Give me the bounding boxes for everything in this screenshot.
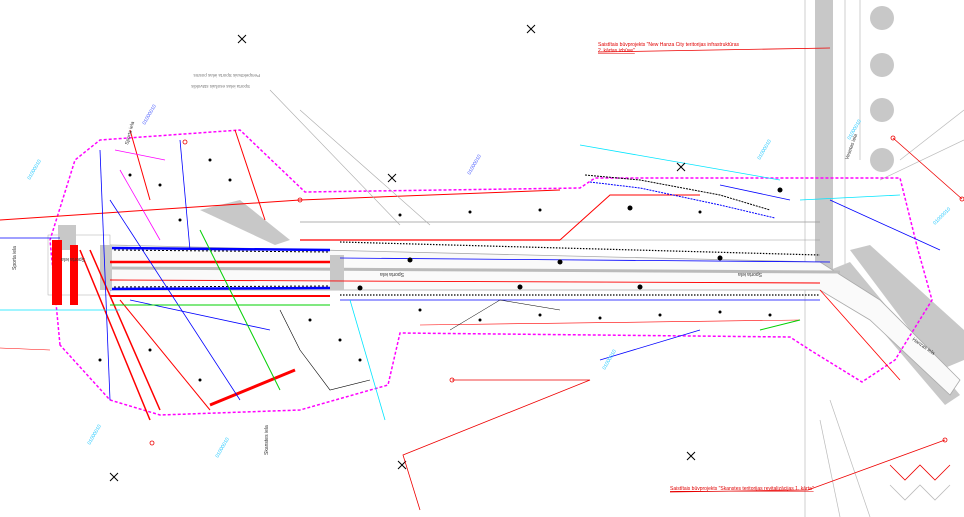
annotation-perspective-sporta: Perspektīvais Sporta ielas posms (193, 73, 260, 78)
cadastre-code: 01000010 (467, 154, 483, 176)
cadastre-code: 01000010 (932, 206, 952, 226)
street-label-skanstes: Skanstes iela (264, 425, 270, 455)
cadastre-code: 01000010 (142, 104, 158, 126)
vegetation-symbols (98, 158, 783, 382)
cadastre-code: 01000010 (27, 159, 43, 181)
cadastre-code: 01000010 (215, 437, 231, 459)
red-utility-network (0, 129, 901, 421)
street-label-sporta-vertical: Sporta iela (12, 246, 18, 270)
street-label-sporta-top: Sporta iela (124, 121, 136, 146)
street-label-sporta-left: Sporta iela (61, 256, 85, 262)
annotation-skanstes: Saistītais būvprojekts "Skanstes teritor… (670, 486, 814, 492)
annotation-new-hanza-line1: Saistītais būvprojekts "New Hanza City t… (598, 42, 739, 48)
project-boundary (49, 129, 933, 416)
misc-utility-lines (0, 89, 901, 421)
blue-utility-network (0, 139, 941, 401)
street-label-sporta-right: Sporta iela (738, 271, 762, 277)
annotation-new-hanza-line2: 2. kārtas izbūve" (598, 48, 635, 54)
cadastre-code: 01000010 (602, 349, 618, 371)
annotation-leaders (149, 47, 964, 511)
cadastre-code: 01000010 (757, 139, 773, 161)
right-road-corridor (804, 0, 964, 517)
street-label-sporta-mid: Sporta iela (380, 271, 404, 277)
cadastre-code: 01000010 (87, 424, 103, 446)
survey-grid-marks (109, 24, 696, 482)
annotation-existing-sporta: Sporta ielas esošais stāvoklis (190, 84, 250, 89)
